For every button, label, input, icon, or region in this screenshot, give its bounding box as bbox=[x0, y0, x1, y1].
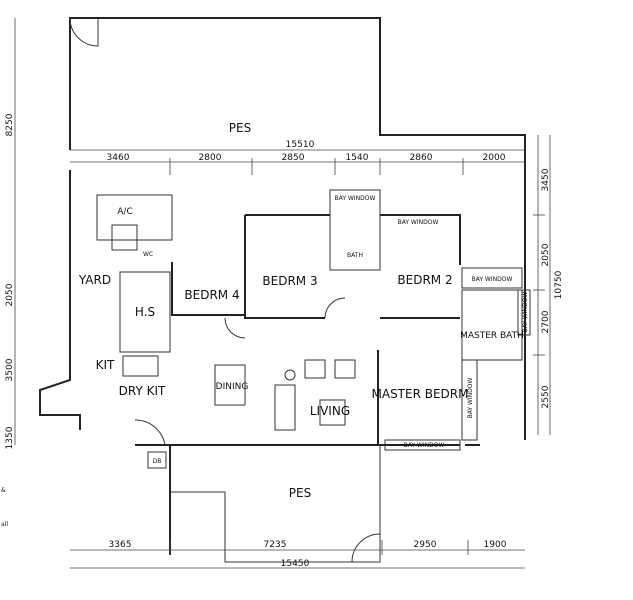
room-label-ac: A/C bbox=[117, 207, 132, 217]
bay-window-label: BAY WINDOW bbox=[404, 442, 445, 449]
dim-top: 2800 bbox=[199, 153, 222, 163]
bay-window-label: BAY WINDOW bbox=[472, 276, 513, 283]
unit-walls bbox=[39, 170, 531, 563]
room-label-db: DB bbox=[153, 458, 162, 465]
dim-right: 2050 bbox=[541, 243, 551, 266]
dim-right: 3450 bbox=[541, 168, 551, 191]
room-label-hs: H.S bbox=[135, 305, 155, 319]
margin-note: all bbox=[1, 521, 8, 528]
dim-bottom: 1900 bbox=[484, 540, 507, 550]
room-label-kit: KIT bbox=[96, 358, 115, 372]
margin-note: & bbox=[1, 487, 6, 494]
room-label-pes-top: PES bbox=[229, 121, 251, 135]
dim-top: 3460 bbox=[107, 153, 130, 163]
room-label-wc: WC bbox=[143, 251, 153, 258]
dim-top-total: 15510 bbox=[286, 140, 315, 150]
dim-right-total: 10750 bbox=[554, 270, 564, 299]
room-label-yard: YARD bbox=[78, 273, 111, 287]
room-label-living: LIVING bbox=[310, 404, 350, 418]
room-label-bedrm3: BEDRM 3 bbox=[262, 274, 317, 288]
dim-bottom: 7235 bbox=[264, 540, 287, 550]
dim-top: 2000 bbox=[483, 153, 506, 163]
dim-top: 1540 bbox=[346, 153, 369, 163]
dim-top: 2850 bbox=[282, 153, 305, 163]
room-label-master-bedrm: MASTER BEDRM bbox=[372, 387, 469, 401]
dim-right: 2550 bbox=[541, 385, 551, 408]
room-label-bedrm2: BEDRM 2 bbox=[397, 273, 452, 287]
room-label-bath: BATH bbox=[347, 252, 363, 259]
dim-left: 2050 bbox=[5, 283, 15, 306]
pes-top-outline bbox=[69, 17, 526, 440]
room-label-dining: DINING bbox=[216, 382, 249, 392]
dim-right: 2700 bbox=[541, 310, 551, 333]
dim-left: 8250 bbox=[5, 113, 15, 136]
room-label-dry-kit: DRY KIT bbox=[119, 384, 166, 398]
dim-bottom: 3365 bbox=[109, 540, 132, 550]
bay-window-label: BAY WINDOW bbox=[398, 219, 439, 226]
dim-bottom-total: 15450 bbox=[281, 559, 310, 569]
dim-left: 3500 bbox=[5, 358, 15, 381]
dimension-lines bbox=[14, 18, 551, 569]
room-label-master-bath: MASTER BATH bbox=[460, 331, 524, 341]
dim-bottom: 2950 bbox=[414, 540, 437, 550]
bay-window-label: BAY WINDOW bbox=[467, 378, 474, 419]
dim-top: 2860 bbox=[410, 153, 433, 163]
bay-window-label: BAY WINDOW bbox=[522, 292, 529, 333]
bay-window-label: BAY WINDOW bbox=[335, 195, 376, 202]
dim-left: 1350 bbox=[5, 426, 15, 449]
room-label-bedrm4: BEDRM 4 bbox=[184, 288, 239, 302]
room-label-pes-bottom: PES bbox=[289, 486, 311, 500]
